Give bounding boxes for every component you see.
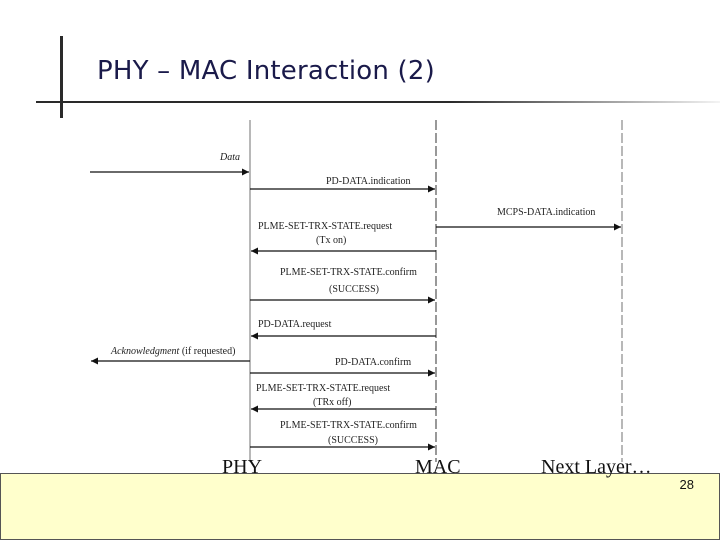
message-parameter: (SUCCESS) bbox=[328, 435, 378, 446]
message-parameter: (TRx off) bbox=[313, 397, 351, 408]
message-parameter: (Tx on) bbox=[316, 235, 346, 246]
message-label: PLME-SET-TRX-STATE.request bbox=[256, 383, 390, 394]
message-label: PD-DATA.confirm bbox=[335, 357, 411, 368]
message-pd-data-confirm: PD-DATA.confirm bbox=[250, 357, 435, 377]
message-label-italic: Acknowledgment bbox=[110, 346, 180, 357]
footer-bar bbox=[0, 473, 720, 540]
message-label: PD-DATA.indication bbox=[326, 176, 410, 187]
message-label: PD-DATA.request bbox=[258, 319, 332, 330]
message-label: PLME-SET-TRX-STATE.confirm bbox=[280, 420, 417, 431]
message-data-in: Data bbox=[90, 152, 249, 176]
message-set-trx-request-tx-on: PLME-SET-TRX-STATE.request (Tx on) bbox=[251, 221, 436, 255]
message-set-trx-confirm-1: PLME-SET-TRX-STATE.confirm (SUCCESS) bbox=[250, 267, 435, 304]
mac-lifeline-label: MAC bbox=[415, 456, 461, 478]
message-acknowledgment-out: Acknowledgment (if requested) bbox=[91, 346, 250, 365]
message-label: MCPS-DATA.indication bbox=[497, 207, 595, 218]
next-layer-lifeline-label: Next Layer… bbox=[541, 456, 652, 478]
message-set-trx-confirm-2: PLME-SET-TRX-STATE.confirm (SUCCESS) bbox=[250, 420, 435, 451]
message-label: Data bbox=[219, 152, 240, 163]
message-label: PLME-SET-TRX-STATE.request bbox=[258, 221, 392, 232]
title-accent-vertical-bar bbox=[60, 36, 63, 118]
title-underline-rule bbox=[36, 101, 720, 103]
page-number: 28 bbox=[679, 477, 694, 492]
message-parameter: (SUCCESS) bbox=[329, 284, 379, 295]
message-set-trx-request-trx-off: PLME-SET-TRX-STATE.request (TRx off) bbox=[251, 383, 436, 413]
phy-lifeline-label: PHY bbox=[222, 456, 263, 478]
message-label: PLME-SET-TRX-STATE.confirm bbox=[280, 267, 417, 278]
title-underline-fade bbox=[450, 101, 720, 103]
message-pd-data-request: PD-DATA.request bbox=[251, 319, 436, 340]
message-pd-data-indication: PD-DATA.indication bbox=[250, 176, 435, 193]
message-label: Acknowledgment (if requested) bbox=[110, 346, 235, 357]
message-label-rest: (if requested) bbox=[179, 346, 235, 357]
message-mcps-data-indication: MCPS-DATA.indication bbox=[436, 207, 621, 231]
slide-title: PHY – MAC Interaction (2) bbox=[97, 56, 435, 86]
